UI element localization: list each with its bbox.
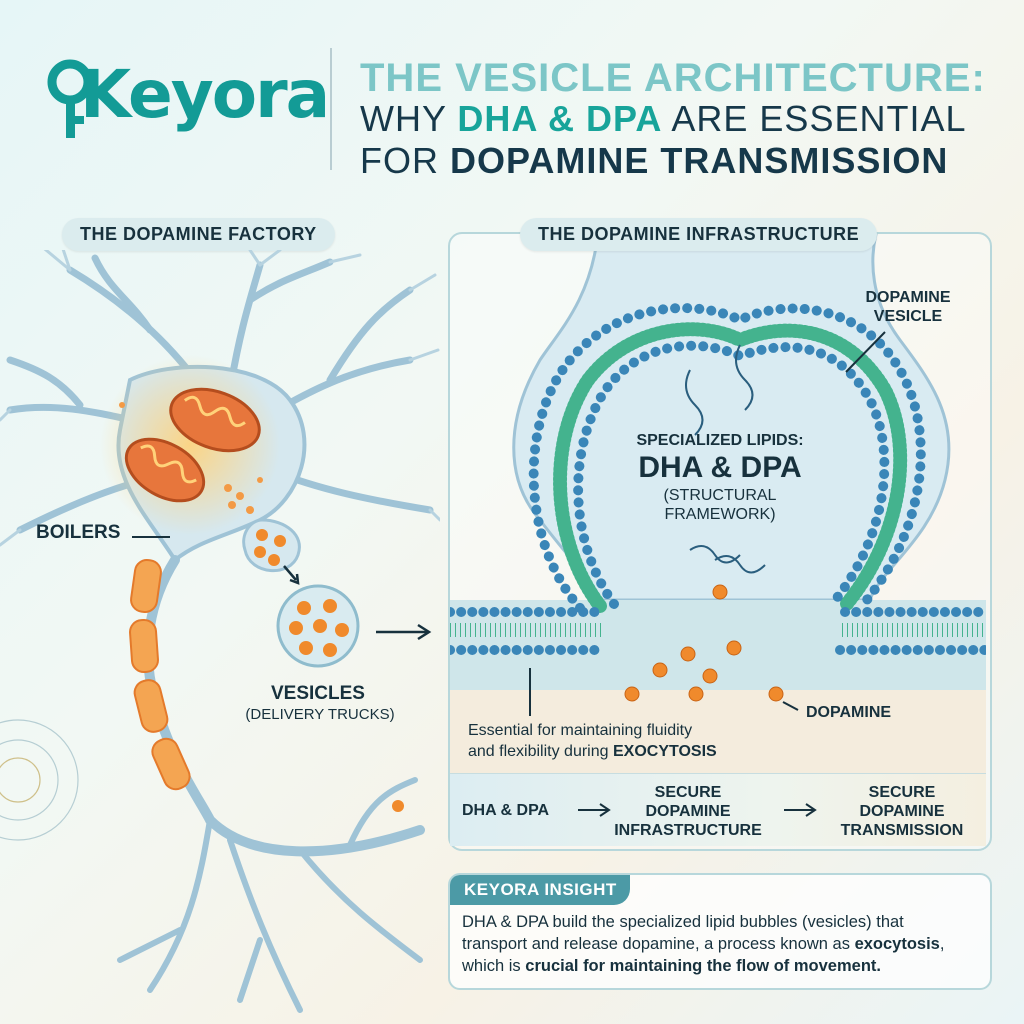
key-icon [47, 59, 93, 138]
factory-pill: THE DOPAMINE FACTORY [62, 218, 335, 251]
brand-name: Keyora [80, 56, 330, 133]
dopamine-molecules [624, 584, 784, 702]
arrow-right-icon [376, 623, 432, 641]
decorative-rings [0, 719, 79, 841]
fluidity-note: Essential for maintaining fluidity and f… [468, 722, 717, 760]
flow-step-1: DHA & DPA [462, 802, 550, 819]
title-line-2: WHY DHA & DPA ARE ESSENTIAL [360, 98, 967, 139]
vesicle-membrane-diagram [450, 234, 986, 774]
insight-title: KEYORA INSIGHT [450, 875, 630, 905]
lipids-label: SPECIALIZED LIPIDS: DHA & DPA (STRUCTURA… [636, 432, 804, 523]
neuron-illustration [0, 250, 440, 1013]
title-line-1: THE VESICLE ARCHITECTURE: [360, 56, 986, 100]
infrastructure-pill: THE DOPAMINE INFRASTRUCTURE [520, 218, 878, 251]
dopamine-label: DOPAMINE [806, 704, 892, 721]
vesicles-label: VESICLES [271, 683, 365, 704]
dopamine-vesicle-label: DOPAMINE VESICLE [865, 289, 951, 325]
myelin-segments [129, 558, 191, 791]
boilers-label: BOILERS [36, 522, 121, 543]
brand-logo: Keyora [44, 48, 330, 148]
header-divider [330, 48, 332, 170]
mitochondria [124, 387, 261, 503]
flow-strip [450, 773, 986, 846]
insight-text: DHA & DPA build the specialized lipid bu… [462, 913, 945, 975]
vesicles-sublabel: (DELIVERY TRUCKS) [245, 706, 395, 723]
title-line-3: FOR DOPAMINE TRANSMISSION [360, 140, 949, 181]
boilers-pointer [132, 536, 170, 538]
flow-arrow-2-icon [784, 803, 817, 817]
flow-arrow-1-icon [578, 803, 611, 817]
